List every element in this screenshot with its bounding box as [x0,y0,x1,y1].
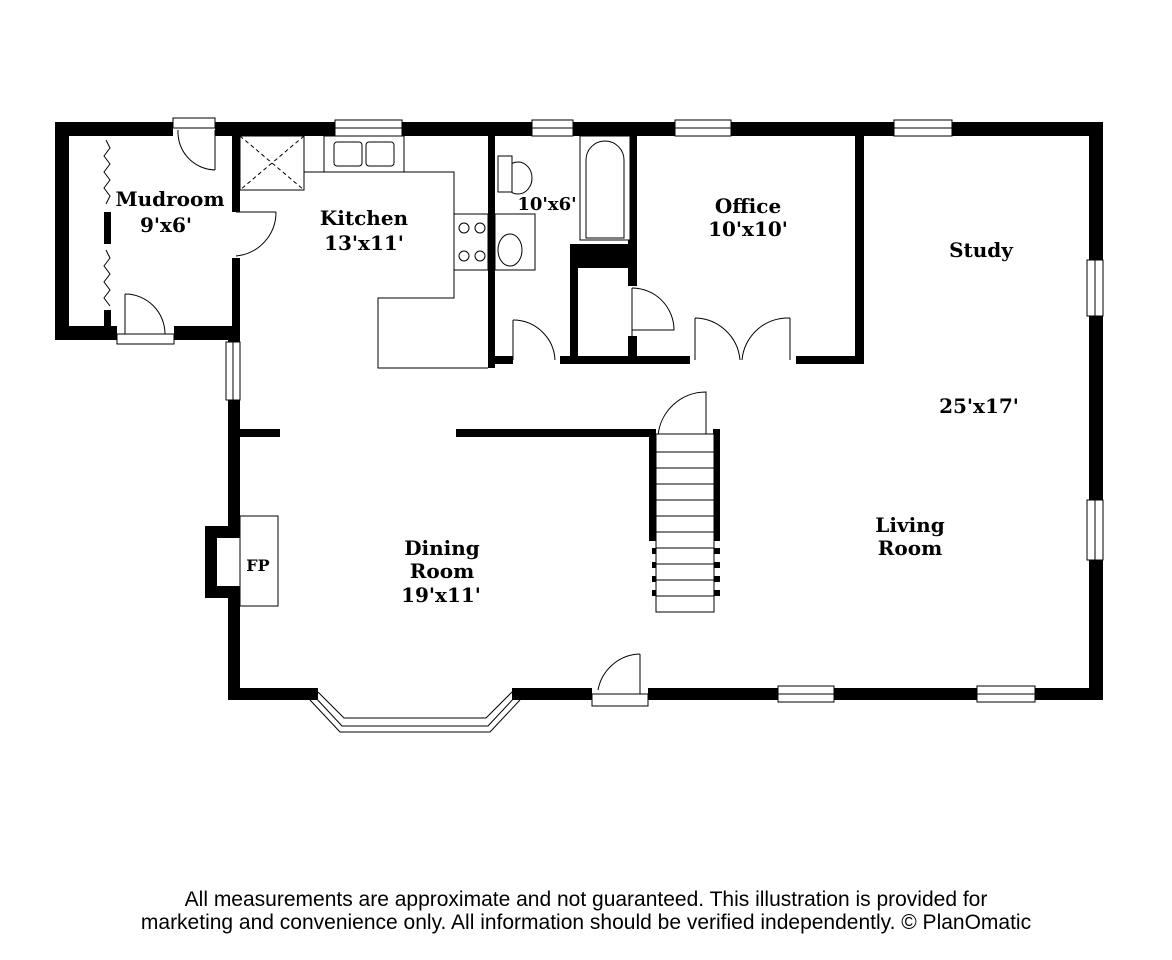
doors [116,117,791,707]
bath-size: 10'x6' [517,194,576,215]
dining-name-line2: Room [410,559,474,583]
study-size: 25'x17' [939,394,1019,418]
fixtures [239,135,715,613]
fireplace-label: FP [246,556,269,575]
mudroom-name: Mudroom [115,187,224,211]
stair-treads [656,451,714,597]
windows [103,119,1104,733]
mudroom-size: 9'x6' [140,213,192,237]
office-name: Office [715,194,781,218]
interior-walls [104,122,864,596]
living-name-line2: Room [878,536,942,560]
kitchen-size: 13'x11' [324,231,404,255]
disclaimer-line-1: All measurements are approximate and not… [184,888,988,911]
dining-size: 19'x11' [401,583,481,607]
dining-name-line1: Dining [404,536,480,560]
disclaimer-line-2: marketing and convenience only. All info… [140,911,1032,934]
office-size: 10'x10' [708,217,788,241]
exterior-walls [55,122,1103,700]
living-name-line1: Living [875,513,944,537]
study-name: Study [949,238,1014,262]
room-labels: Mudroom 9'x6' Kitchen 13'x11' 10'x6' Off… [115,187,1018,607]
disclaimer: All measurements are approximate and not… [0,888,1172,934]
kitchen-name: Kitchen [320,206,409,230]
floor-plan: Mudroom 9'x6' Kitchen 13'x11' 10'x6' Off… [55,117,1104,733]
